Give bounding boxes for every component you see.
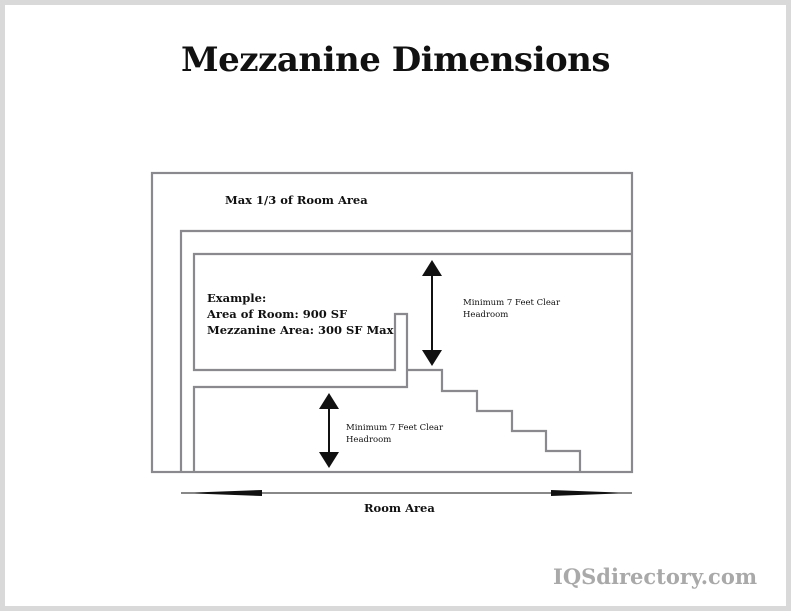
mezzanine-deck [192, 252, 632, 472]
staircase [407, 368, 582, 472]
example-room-area: Area of Room: 900 SF [207, 307, 348, 321]
page-title: Mezzanine Dimensions [180, 40, 611, 80]
upper-headroom-line-2: Headroom [463, 310, 509, 320]
mezzanine-outer-line [179, 229, 632, 472]
example-text: Example: Area of Room: 900 SF Mezzanine … [207, 290, 394, 338]
upper-headroom-label: Minimum 7 Feet Clear Headroom [463, 297, 560, 321]
watermark-logo: IQSdirectory.com [553, 564, 758, 589]
max-area-label: Max 1/3 of Room Area [225, 193, 368, 207]
room-area-label: Room Area [364, 501, 435, 515]
upper-headroom-line-1: Minimum 7 Feet Clear [463, 298, 561, 308]
lower-headroom-line-2: Headroom [346, 435, 392, 445]
page-frame [5, 5, 786, 606]
example-heading: Example: [207, 291, 267, 305]
room-area-arrow [181, 490, 632, 496]
lower-headroom-label: Minimum 7 Feet Clear Headroom [346, 422, 443, 446]
lower-headroom-line-1: Minimum 7 Feet Clear [346, 423, 444, 433]
example-mezzanine-area: Mezzanine Area: 300 SF Max [207, 323, 394, 337]
room-outline [150, 171, 634, 474]
